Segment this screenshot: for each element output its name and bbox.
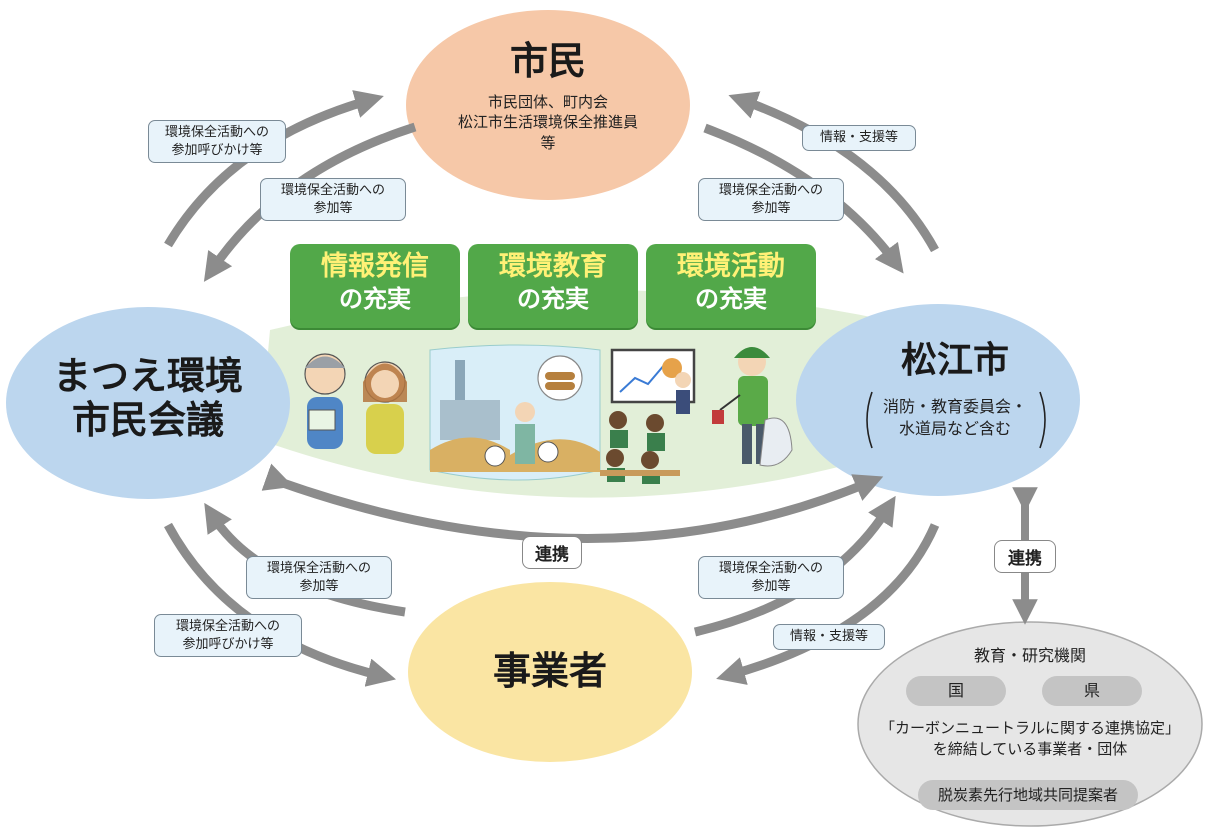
- label-top-right-inner: 環境保全活動への 参加等: [698, 178, 844, 222]
- partner-kuni: 国: [906, 676, 1006, 706]
- city-paren-right: [1039, 391, 1046, 449]
- partners-header: 教育・研究機関: [973, 646, 1086, 665]
- box-activity: 環境活動 の充実: [646, 244, 816, 328]
- label-bottom-left-outer: 環境保全活動への 参加呼びかけ等: [154, 614, 302, 658]
- illustration-factory-education: [429, 344, 601, 481]
- city-sub: 消防・教育委員会・ 水道局など含む: [870, 396, 1040, 439]
- box-info-line1: 情報発信: [321, 251, 429, 282]
- illustration-people-reading: [304, 353, 407, 454]
- label-top-right-outer: 情報・支援等: [802, 125, 916, 151]
- shimin-sub: 市民団体、町内会 松江市生活環境保全推進員 等: [420, 92, 676, 153]
- partners-agreement-line: を締結している事業者・団体: [932, 740, 1128, 758]
- shimin-sub-line: 市民団体、町内会: [487, 93, 608, 111]
- jigyosha-title: 事業者: [492, 649, 607, 693]
- illustration-cleanup: [712, 347, 793, 467]
- label-top-left-outer: 環境保全活動への 参加呼びかけ等: [148, 120, 286, 164]
- kaigi-title: まつえ環境 市民会議: [30, 354, 266, 442]
- box-activity-line1: 環境活動: [677, 251, 785, 282]
- partners-agreement: 「カーボンニュートラルに関する連携協定」 を締結している事業者・団体: [862, 718, 1198, 760]
- city-ellipse: [796, 304, 1080, 496]
- partner-proposer: 脱炭素先行地域共同提案者: [918, 780, 1138, 810]
- city-paren-left: [866, 391, 873, 449]
- arrow-city-to-shimin: [728, 91, 939, 253]
- label-bottom-right-inner: 環境保全活動への 参加等: [698, 556, 844, 600]
- renkei-center: 連携: [522, 536, 582, 569]
- city-title: 松江市: [900, 340, 1009, 381]
- partners-agreement-line: 「カーボンニュートラルに関する連携協定」: [879, 719, 1180, 737]
- label-bottom-left-inner: 環境保全活動への 参加等: [246, 556, 392, 600]
- city-sub-line: 水道局など含む: [898, 418, 1011, 438]
- kaigi-title-line: 市民会議: [71, 397, 224, 442]
- illustration-classroom: [600, 348, 696, 484]
- box-education: 環境教育 の充実: [468, 244, 638, 328]
- label-top-left-inner: 環境保全活動への 参加等: [260, 178, 406, 222]
- shimin-sub-line: 等: [540, 133, 556, 152]
- partner-ken: 県: [1042, 676, 1142, 706]
- shimin-ellipse: [406, 10, 690, 200]
- renkei-right: 連携: [994, 540, 1056, 573]
- jigyosha-ellipse: [408, 582, 692, 762]
- kaigi-title-line: まつえ環境: [52, 354, 243, 398]
- box-info-line2: の充実: [339, 284, 411, 313]
- label-bottom-right-outer: 情報・支援等: [773, 624, 885, 650]
- shimin-title: 市民: [509, 39, 586, 83]
- shimin-sub-line: 松江市生活環境保全推進員: [457, 113, 638, 132]
- box-education-line2: の充実: [517, 284, 589, 313]
- arrow-center-renkei: [261, 463, 884, 543]
- box-activity-line2: の充実: [695, 284, 767, 313]
- kaigi-ellipse: [6, 307, 290, 499]
- box-info: 情報発信 の充実: [290, 244, 460, 328]
- city-sub-line: 消防・教育委員会・: [882, 397, 1027, 416]
- box-education-line1: 環境教育: [499, 251, 607, 282]
- arrow-city-to-jigyosha: [716, 523, 940, 685]
